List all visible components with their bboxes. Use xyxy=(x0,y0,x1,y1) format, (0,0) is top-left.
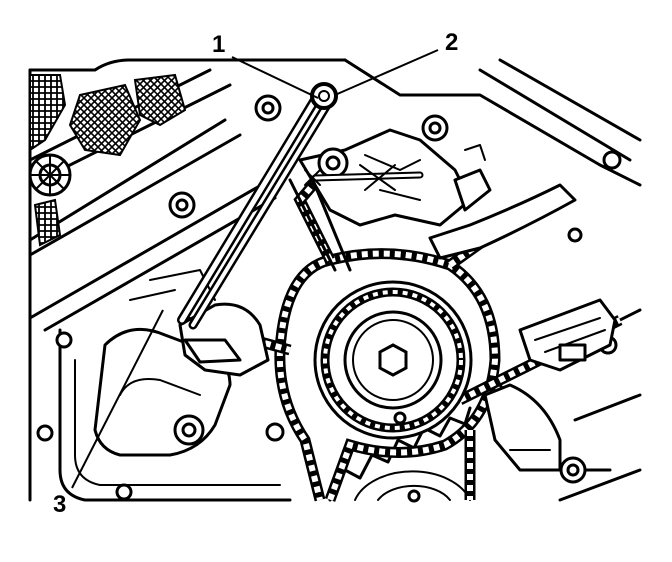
locking-pin xyxy=(288,164,424,272)
leader-line-3 xyxy=(71,309,164,489)
callout-label-1: 1 xyxy=(212,31,225,58)
tensioner-tool xyxy=(177,82,338,330)
casting-texture xyxy=(28,73,187,247)
callout-labels: 1 2 3 xyxy=(53,29,458,518)
leader-line-2 xyxy=(334,49,439,96)
chain-guide-right xyxy=(428,183,617,472)
callout-label-2: 2 xyxy=(445,29,458,56)
callout-label-3: 3 xyxy=(53,491,66,518)
leader-line-1 xyxy=(231,56,319,99)
leader-lines xyxy=(71,49,439,489)
camshaft-sprocket xyxy=(313,280,473,440)
tensioner-shoe xyxy=(129,269,270,377)
crankshaft-gear xyxy=(328,406,472,503)
